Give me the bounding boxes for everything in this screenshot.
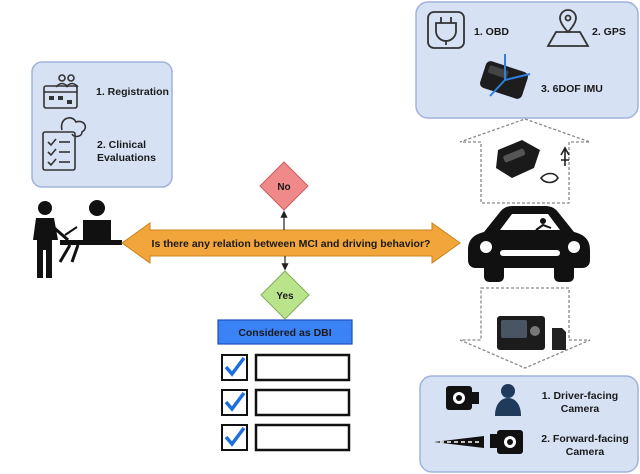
dbi-header-box (217, 319, 353, 345)
checkmark-icon (224, 391, 246, 412)
left-panel (31, 61, 173, 188)
forward-camera-label-line1: 2. Forward-facing (541, 433, 629, 445)
gps-label: 2. GPS (592, 26, 626, 38)
dbi-title: Considered as DBI (238, 327, 331, 339)
checklist-row (221, 423, 351, 452)
road-icon (434, 436, 484, 448)
clinical-evaluation-icon (42, 117, 87, 171)
driver-camera-icon (446, 386, 479, 410)
obd-plug-icon (427, 11, 465, 49)
registration-icon (43, 74, 79, 109)
driver-person-icon (495, 384, 521, 416)
yes-label: Yes (276, 291, 294, 302)
car-icon (468, 206, 590, 282)
obd-label: 1. OBD (474, 26, 509, 38)
registration-label: 1. Registration (96, 86, 169, 98)
checkmark-icon (224, 426, 246, 447)
yes-diamond (260, 270, 310, 320)
question-double-arrow (121, 222, 461, 264)
no-label: No (277, 182, 290, 193)
question-text: Is there any relation between MCI and dr… (152, 238, 431, 250)
no-diamond (259, 161, 309, 211)
clinical-label-line2: Evaluations (97, 152, 156, 164)
sensors-panel (415, 1, 639, 119)
imu-device-icon (480, 54, 531, 99)
clinician-and-patient-icon (33, 200, 122, 278)
dbi-checklist (221, 353, 351, 452)
obd-dongle-icon (496, 140, 570, 184)
clinical-label-line1: 2. Clinical (97, 139, 146, 151)
checklist-row (221, 353, 351, 382)
forward-camera-icon (490, 430, 523, 454)
dashcam-device-icon (497, 316, 566, 350)
imu-label: 3. 6DOF IMU (541, 83, 603, 95)
driver-camera-label-line2: Camera (561, 403, 600, 415)
driver-camera-label-line1: 1. Driver-facing (542, 390, 618, 402)
checkmark-icon (224, 356, 246, 377)
gps-map-icon (546, 9, 590, 47)
forward-camera-label-line2: Camera (566, 446, 605, 458)
checklist-row (221, 388, 351, 417)
